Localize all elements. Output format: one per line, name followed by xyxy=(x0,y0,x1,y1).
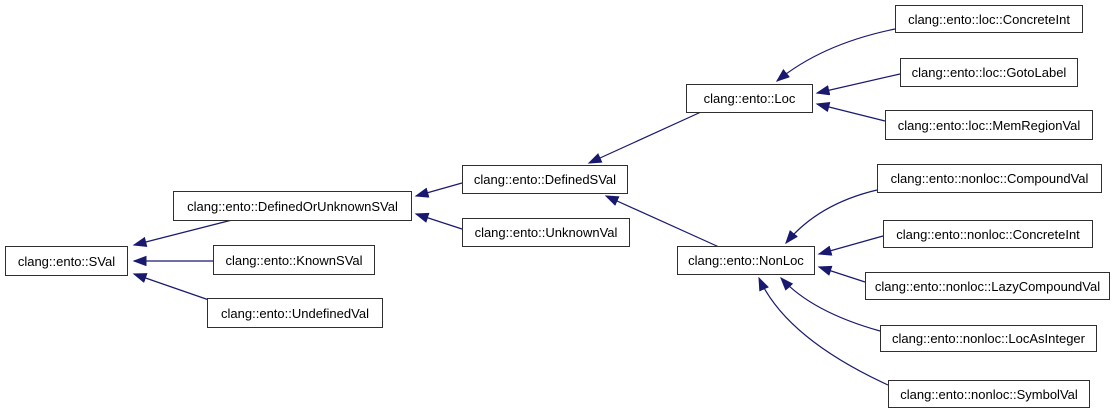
inheritance-arrow-loc-to-defined-sval xyxy=(589,111,702,163)
class-node-loc-mem-region-val[interactable]: clang::ento::loc::MemRegionVal xyxy=(885,110,1093,140)
class-node-nonloc-loc-as-integer[interactable]: clang::ento::nonloc::LocAsInteger xyxy=(880,325,1097,352)
class-node-label: clang::ento::loc::GotoLabel xyxy=(911,65,1067,80)
class-node-label: clang::ento::loc::MemRegionVal xyxy=(897,117,1081,133)
class-node-label: clang::ento::Loc xyxy=(703,91,796,106)
class-node-defined-or-unknown[interactable]: clang::ento::DefinedOrUnknownSVal xyxy=(173,191,412,221)
class-node-sval[interactable]: clang::ento::SVal xyxy=(5,246,128,276)
inheritance-arrow-defined-sval-to-defined-or-unknown xyxy=(416,182,463,196)
class-node-nonloc-symbol-val[interactable]: clang::ento::nonloc::SymbolVal xyxy=(888,380,1090,408)
inheritance-arrow-loc-goto-label-to-loc xyxy=(817,73,901,93)
inheritance-arrow-nonloc-lazy-compound-to-nonloc xyxy=(819,267,866,283)
class-node-nonloc-concrete-int[interactable]: clang::ento::nonloc::ConcreteInt xyxy=(883,220,1093,248)
class-node-label: clang::ento::KnownSVal xyxy=(225,252,363,268)
class-node-unknown-val[interactable]: clang::ento::UnknownVal xyxy=(462,218,630,247)
class-node-nonloc-compound-val[interactable]: clang::ento::nonloc::CompoundVal xyxy=(877,164,1102,193)
class-node-label: clang::ento::SVal xyxy=(17,253,116,269)
class-node-loc[interactable]: clang::ento::Loc xyxy=(686,84,813,113)
inheritance-arrow-unknown-val-to-defined-or-unknown xyxy=(416,214,463,230)
inheritance-arrow-nonloc-compound-val-to-nonloc xyxy=(786,189,878,243)
class-node-undefined-val[interactable]: clang::ento::UndefinedVal xyxy=(207,298,383,328)
class-node-label: clang::ento::nonloc::CompoundVal xyxy=(890,171,1089,186)
class-node-label: clang::ento::nonloc::ConcreteInt xyxy=(896,226,1080,242)
class-node-label: clang::ento::loc::ConcreteInt xyxy=(908,11,1070,27)
inheritance-arrow-undefined-val-to-sval xyxy=(134,274,210,301)
class-node-nonloc[interactable]: clang::ento::NonLoc xyxy=(677,246,815,275)
class-node-nonloc-lazy-compound[interactable]: clang::ento::nonloc::LazyCompoundVal xyxy=(865,272,1110,300)
inheritance-arrow-defined-or-unknown-to-sval xyxy=(134,219,233,245)
class-node-label: clang::ento::UnknownVal xyxy=(474,225,618,240)
inheritance-arrow-loc-concrete-int-to-loc xyxy=(777,28,896,81)
class-node-loc-goto-label[interactable]: clang::ento::loc::GotoLabel xyxy=(900,58,1078,87)
class-node-defined-sval[interactable]: clang::ento::DefinedSVal xyxy=(462,165,628,194)
class-node-label: clang::ento::nonloc::SymbolVal xyxy=(900,386,1078,402)
inheritance-arrow-loc-mem-region-val-to-loc xyxy=(817,104,886,122)
class-node-label: clang::ento::NonLoc xyxy=(688,253,804,268)
class-node-label: clang::ento::DefinedOrUnknownSVal xyxy=(187,198,398,214)
class-node-label: clang::ento::nonloc::LocAsInteger xyxy=(892,331,1085,346)
inheritance-arrow-nonloc-concrete-int-to-nonloc xyxy=(819,235,884,254)
class-node-label: clang::ento::UndefinedVal xyxy=(221,305,369,321)
class-node-known-sval[interactable]: clang::ento::KnownSVal xyxy=(213,245,375,275)
class-node-label: clang::ento::DefinedSVal xyxy=(473,172,617,187)
class-node-label: clang::ento::nonloc::LazyCompoundVal xyxy=(874,278,1101,294)
class-node-loc-concrete-int[interactable]: clang::ento::loc::ConcreteInt xyxy=(895,5,1083,33)
